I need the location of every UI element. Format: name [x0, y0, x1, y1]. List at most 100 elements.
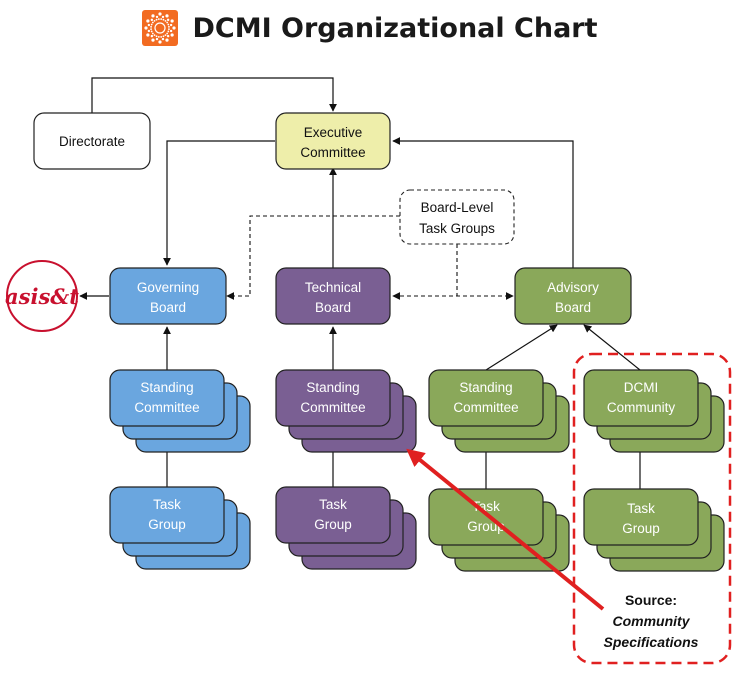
- advisory-board-label-line2: Board: [555, 300, 591, 315]
- task-group-purple-stack: Task Group: [275, 486, 417, 570]
- directorate-box: Directorate: [33, 112, 151, 170]
- connector-community-advisory: [583, 324, 641, 371]
- asist-logo-icon: asis&t: [5, 260, 79, 332]
- logo-inner-dot: [152, 21, 155, 24]
- logo-ray-dot: [170, 33, 175, 37]
- logo-inner-dot: [160, 36, 163, 38]
- logo-ray-dot: [167, 18, 170, 22]
- connector-directorate-executive: [91, 77, 337, 113]
- governing-board-label-line2: Board: [150, 300, 186, 315]
- logo-ray-dot: [156, 15, 159, 19]
- logo-inner-dot: [165, 19, 167, 22]
- connector-standing-advisory: [485, 324, 558, 371]
- task-group-blue-label-line1: Task: [153, 497, 181, 512]
- board-level-task-groups-box: Board-Level Task Groups: [399, 189, 515, 245]
- page-title: DCMI Organizational Chart: [192, 12, 598, 44]
- task-group-community-stack: Task Group: [583, 488, 725, 572]
- connector-executive-governing: [163, 140, 275, 266]
- standing-committee-green-stack: Standing Committee: [428, 369, 570, 453]
- standing-committee-green-label-line2: Committee: [453, 400, 518, 415]
- technical-board-label-line1: Technical: [305, 280, 361, 295]
- logo-ray-dot: [151, 14, 156, 18]
- logo-ray-dot: [156, 37, 159, 41]
- logo-inner-dot: [150, 28, 153, 31]
- logo-ray-dot: [167, 34, 170, 38]
- task-group-blue-label-line2: Group: [148, 517, 186, 532]
- executive-committee-label-line1: Executive: [304, 125, 363, 140]
- source-line2: Specifications: [604, 634, 699, 650]
- logo-inner-dot: [165, 34, 167, 37]
- logo-inner-dot: [168, 25, 171, 28]
- logo-ray-dot: [151, 34, 154, 38]
- connector-advisory-executive: [392, 137, 574, 268]
- task-group-community-label-line2: Group: [622, 521, 660, 536]
- chart-header: DCMI Organizational Chart: [0, 6, 740, 50]
- logo-inner-dot: [168, 28, 171, 31]
- logo-inner-dot: [154, 19, 156, 22]
- standing-committee-green-label-line1: Standing: [459, 380, 512, 395]
- logo-ray-dot: [170, 23, 173, 27]
- logo-ray-dot: [146, 19, 150, 23]
- task-group-purple-label-line1: Task: [319, 497, 347, 512]
- logo-inner-dot: [167, 23, 170, 26]
- technical-board-label-line2: Board: [315, 300, 351, 315]
- logo-ray-dot: [158, 40, 163, 44]
- logo-inner-dot: [151, 23, 154, 26]
- board-level-label-line1: Board-Level: [421, 200, 494, 215]
- dcmi-community-stack: DCMI Community: [583, 369, 725, 453]
- executive-committee-box: Executive Committee: [275, 112, 391, 170]
- logo-ray-dot: [170, 19, 175, 23]
- task-group-purple-label-line2: Group: [314, 517, 352, 532]
- logo-inner-dot: [166, 32, 169, 35]
- executive-committee-label-line2: Committee: [300, 145, 365, 160]
- dcmi-sunburst-logo-icon: [142, 10, 179, 46]
- logo-inner-dot: [156, 18, 158, 21]
- logo-inner-dot: [158, 18, 161, 20]
- directorate-label: Directorate: [59, 134, 125, 149]
- standing-committee-blue-label-line1: Standing: [140, 380, 193, 395]
- logo-ray-dot: [148, 29, 151, 33]
- logo-ray-dot: [158, 12, 163, 16]
- logo-inner-dot: [156, 35, 158, 38]
- governing-board-label-line1: Governing: [137, 280, 199, 295]
- board-level-label-line2: Task Groups: [419, 221, 495, 236]
- dcmi-community-label-line1: DCMI: [624, 380, 659, 395]
- task-group-green-stack: Task Group: [428, 488, 570, 572]
- logo-ray-dot: [146, 33, 150, 37]
- source-label: Source:: [625, 592, 677, 608]
- logo-inner-dot: [166, 21, 169, 24]
- dashed-connectors: [226, 215, 514, 300]
- asist-logo-text: asis&t: [5, 284, 79, 309]
- dcmi-community-label-line2: Community: [607, 400, 676, 415]
- source-text-block: Source: Community Specifications: [604, 592, 699, 650]
- logo-ray-dot: [148, 23, 151, 27]
- logo-inner-dot: [152, 32, 155, 35]
- logo-inner-dot: [150, 25, 153, 28]
- standing-committee-purple-label-line2: Committee: [300, 400, 365, 415]
- logo-ray-dot: [170, 29, 173, 33]
- logo-inner-dot: [154, 34, 156, 37]
- logo-ray-dot: [165, 14, 170, 18]
- standing-committee-blue-stack: Standing Committee: [109, 369, 251, 453]
- logo-inner-dot: [158, 36, 161, 38]
- standing-committee-blue-label-line2: Committee: [134, 400, 199, 415]
- task-group-community-label-line1: Task: [627, 501, 655, 516]
- logo-inner-dot: [167, 30, 170, 33]
- task-group-blue-stack: Task Group: [109, 486, 251, 570]
- logo-ray-dot: [165, 38, 170, 42]
- logo-inner-dot: [151, 30, 154, 33]
- logo-ray-dot: [151, 38, 156, 42]
- standing-committee-purple-stack: Standing Committee: [275, 369, 417, 453]
- logo-inner-dot: [163, 18, 165, 21]
- logo-inner-dot: [163, 35, 165, 38]
- logo-ray-dot: [144, 26, 149, 30]
- logo-ray-dot: [172, 26, 177, 30]
- logo-ray-dot: [162, 37, 165, 41]
- governing-board-box: Governing Board: [109, 267, 227, 325]
- advisory-board-box: Advisory Board: [514, 267, 632, 325]
- standing-committee-purple-label-line1: Standing: [306, 380, 359, 395]
- logo-inner-dot: [160, 18, 163, 20]
- logo-ray-dot: [151, 18, 154, 22]
- source-line1: Community: [613, 613, 691, 629]
